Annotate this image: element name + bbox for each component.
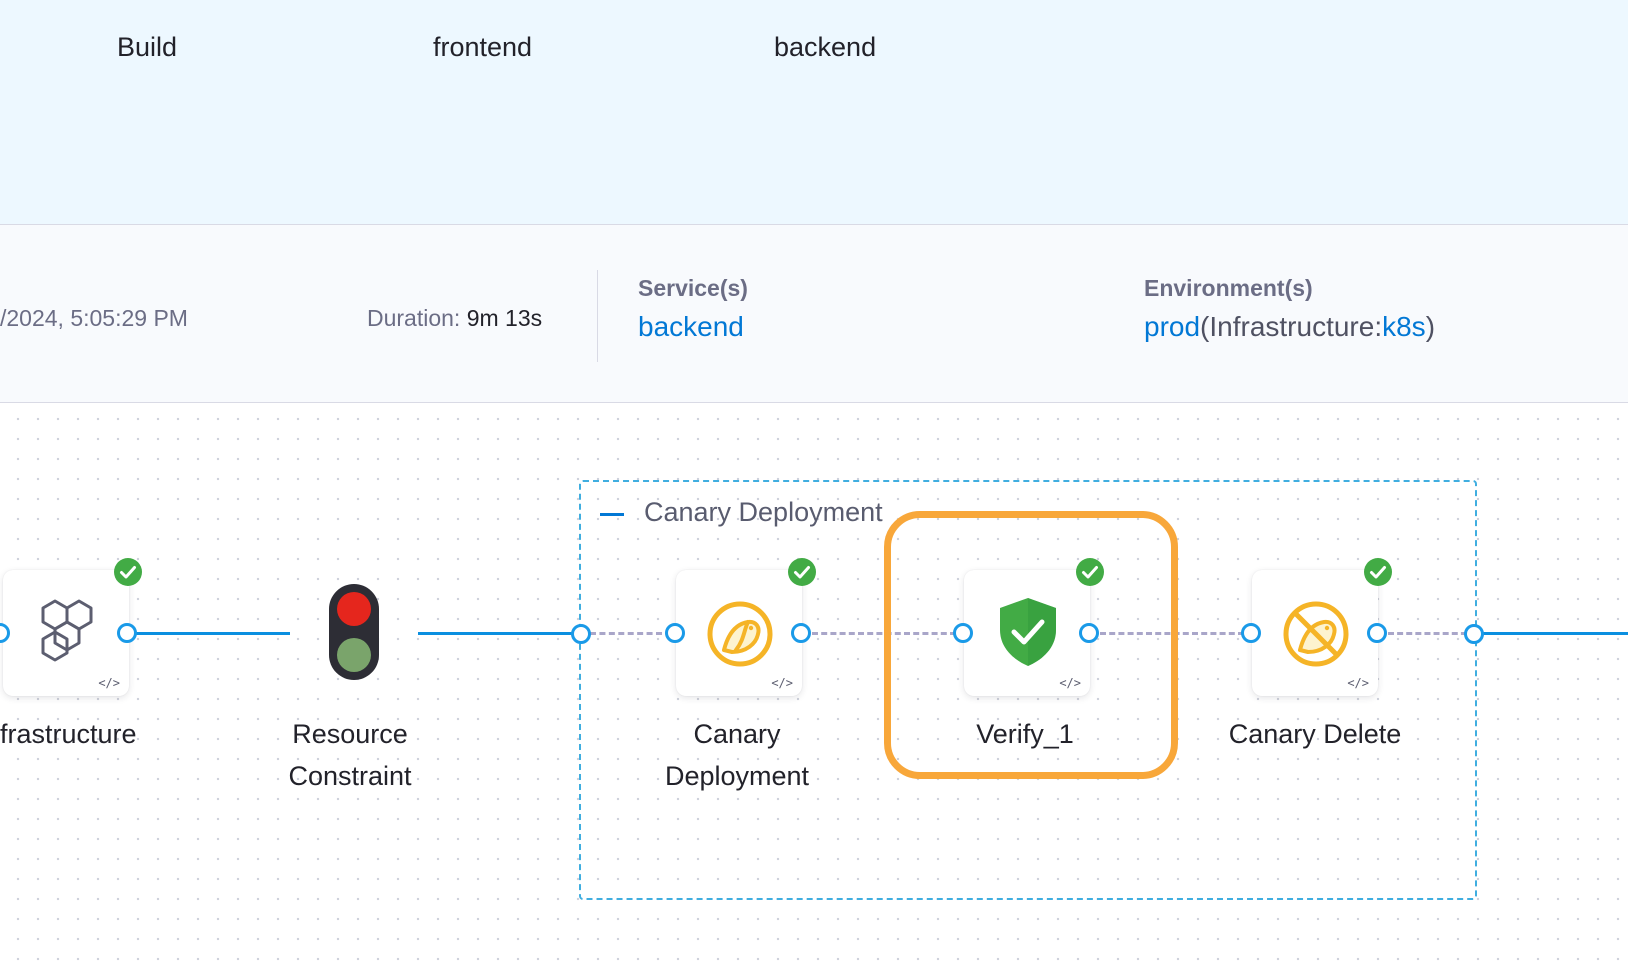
service-link[interactable]: backend	[638, 311, 744, 342]
stage-tab-build[interactable]: Build	[117, 32, 178, 62]
group-output-port[interactable]	[1464, 624, 1484, 644]
success-check-icon	[1364, 558, 1392, 586]
success-check-icon	[1076, 558, 1104, 586]
node-input-port[interactable]	[1241, 623, 1261, 643]
execution-info-bar: /2024, 5:05:29 PM Duration: 9m 13s Servi…	[0, 225, 1628, 403]
node-output-port[interactable]	[791, 623, 811, 643]
yaml-code-icon[interactable]: </>	[1347, 676, 1369, 690]
selected-node-highlight	[884, 511, 1178, 779]
node-label-line: Constraint	[288, 761, 412, 791]
node-label-infrastructure: frastructure	[0, 719, 137, 749]
environment-value: prod(Infrastructure:k8s)	[1144, 311, 1435, 343]
environments-label: Environment(s)	[1144, 275, 1313, 301]
group-title: Canary Deployment	[644, 497, 883, 527]
infrastructure-prefix: (Infrastructure:	[1200, 311, 1383, 342]
start-time: /2024, 5:05:29 PM	[0, 305, 188, 331]
connector-line	[136, 632, 290, 635]
environment-link[interactable]: prod	[1144, 311, 1201, 342]
hexagons-icon	[41, 599, 93, 662]
services-label: Service(s)	[638, 275, 748, 301]
stage-strip: Build frontend backend	[0, 0, 1628, 225]
duration-value: 9m 13s	[466, 305, 543, 331]
node-label-line: Deployment	[664, 761, 810, 791]
node-label-line: Resource	[292, 719, 408, 749]
shield-check-icon	[1000, 598, 1056, 666]
success-check-icon	[114, 558, 142, 586]
info-divider	[597, 270, 598, 362]
node-label-resource-constraint: Resource Constraint	[260, 713, 440, 797]
yaml-code-icon[interactable]: </>	[771, 676, 793, 690]
connector-line	[418, 632, 578, 635]
node-label-verify: Verify_1	[976, 719, 1074, 749]
node-output-port[interactable]	[1079, 623, 1099, 643]
yaml-code-icon[interactable]: </>	[98, 676, 120, 690]
node-canary-delete[interactable]: </>	[1252, 570, 1378, 696]
canary-delete-icon	[1283, 601, 1349, 667]
infrastructure-suffix: )	[1425, 311, 1436, 342]
node-verify[interactable]: </>	[964, 570, 1090, 696]
node-input-port[interactable]	[665, 623, 685, 643]
canary-bird-icon	[707, 601, 773, 667]
node-output-port[interactable]	[117, 623, 137, 643]
collapse-group-icon[interactable]	[600, 513, 624, 516]
node-label-canary-delete: Canary Delete	[1228, 719, 1402, 749]
node-output-port[interactable]	[1367, 623, 1387, 643]
connector-line	[1482, 632, 1628, 635]
canary-deployment-group[interactable]	[579, 480, 1477, 900]
stage-tab-backend[interactable]: backend	[774, 32, 877, 62]
node-label-canary-deployment: Canary Deployment	[637, 713, 837, 797]
group-input-port[interactable]	[571, 624, 591, 644]
node-canary-deployment[interactable]: </>	[676, 570, 802, 696]
dashed-connector	[590, 632, 662, 635]
duration-label: Duration:	[367, 305, 461, 331]
duration: Duration: 9m 13s	[367, 305, 542, 332]
node-infrastructure[interactable]: </>	[3, 570, 129, 696]
success-check-icon	[788, 558, 816, 586]
stage-tab-frontend[interactable]: frontend	[433, 32, 533, 62]
traffic-light-icon[interactable]	[328, 583, 380, 681]
infrastructure-link[interactable]: k8s	[1382, 311, 1426, 342]
node-input-port[interactable]	[953, 623, 973, 643]
node-label-line: Canary	[693, 719, 781, 749]
node-input-port[interactable]	[0, 623, 10, 643]
dashed-connector	[1388, 632, 1476, 635]
yaml-code-icon[interactable]: </>	[1059, 676, 1081, 690]
